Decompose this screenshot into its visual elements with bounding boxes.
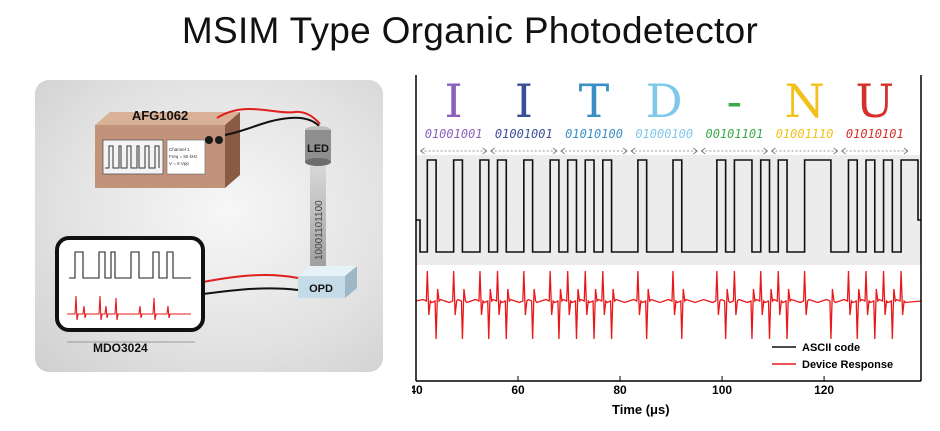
legend-label-response: Device Response <box>802 359 893 371</box>
char-letter-2: T <box>579 75 610 128</box>
char-bits-6: 01010101 <box>846 127 904 141</box>
oscilloscope: MDO3024 <box>55 236 205 355</box>
legend: ASCII code Device Response <box>772 342 893 371</box>
legend-label-ascii: ASCII code <box>802 342 860 354</box>
led-label: LED <box>307 143 329 155</box>
x-tick-label-100: 100 <box>712 383 732 397</box>
arrow-heads-0 <box>419 147 488 155</box>
generator-screen-line-2: Freq = 50 kHz <box>169 154 198 159</box>
char-bits-2: 01010100 <box>565 127 623 141</box>
setup-diagram: AFG1062 Channel 1 Freq = 50 kHz V = 5 Vp… <box>35 80 383 372</box>
black-cable-top <box>224 116 320 136</box>
led: LED <box>305 126 331 166</box>
detector-label: OPD <box>309 283 333 295</box>
function-generator: AFG1062 Channel 1 Freq = 50 kHz V = 5 Vp… <box>95 108 240 188</box>
black-cable-bottom <box>202 287 299 295</box>
x-tick-label-80: 80 <box>613 383 627 397</box>
char-letter-5: N <box>784 75 824 128</box>
arrow-heads-3 <box>630 147 698 155</box>
x-ticks: 40 60 80 100 120 <box>409 376 834 397</box>
char-letter-3: D <box>646 75 683 128</box>
red-cable-bottom <box>202 274 299 283</box>
arrow-heads-2 <box>560 147 628 155</box>
output-port-2 <box>215 136 223 144</box>
page-title: MSIM Type Organic Photodetector <box>181 10 759 51</box>
generator-screen-line-1: Channel 1 <box>169 147 190 152</box>
arrow-heads-1 <box>490 147 558 155</box>
char-bits-4: 00101101 <box>706 127 764 141</box>
arrow-heads-4 <box>700 147 769 155</box>
char-letter-6: U <box>855 75 894 128</box>
oscilloscope-label: MDO3024 <box>93 341 148 355</box>
ascii-band <box>416 155 921 265</box>
arrow-heads-6 <box>841 147 909 155</box>
scope-ascii-trace <box>69 251 191 279</box>
scope-response-trace <box>67 295 191 321</box>
generator-screen-line-3: V = 5 Vpp <box>169 161 189 166</box>
bit-strings: 01001001 01001001 01010100 01000100 00101101… <box>425 127 904 141</box>
char-bits-3: 01000100 <box>635 127 693 141</box>
x-tick-label-40: 40 <box>412 383 423 397</box>
device-response-trace <box>415 270 922 340</box>
char-bits-1: 01001001 <box>495 127 553 141</box>
char-bits-5: 01001110 <box>776 127 834 141</box>
ascii-code-trace <box>416 159 921 253</box>
red-cable-top <box>216 107 321 125</box>
char-letter-1: I <box>515 75 533 128</box>
beam-bits: 10001101100 <box>314 200 325 260</box>
char-letter-0: I <box>445 75 463 128</box>
char-bits-0: 01001001 <box>425 127 483 141</box>
light-beam <box>310 166 326 276</box>
generator-label: AFG1062 <box>132 108 188 123</box>
x-tick-label-120: 120 <box>814 383 834 397</box>
x-axis-label: Time (μs) <box>612 402 670 417</box>
x-tick-label-60: 60 <box>511 383 525 397</box>
bit-group-arrows <box>419 147 909 155</box>
photodetector: OPD <box>298 266 357 298</box>
output-port-1 <box>205 136 213 144</box>
char-letter-4: - <box>727 75 743 128</box>
arrow-heads-5 <box>770 147 839 155</box>
